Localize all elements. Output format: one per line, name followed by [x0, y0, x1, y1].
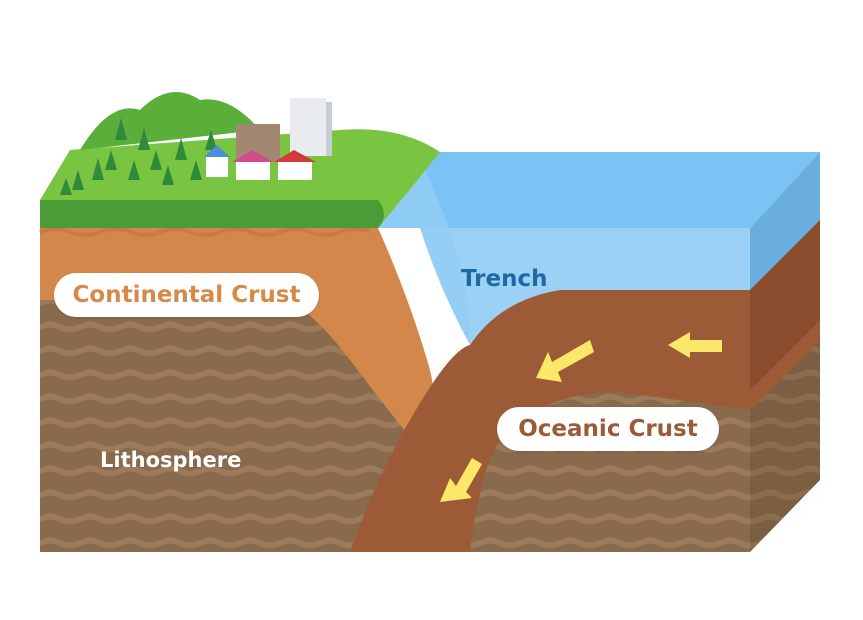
- ocean-top: [378, 152, 820, 228]
- trees: [60, 118, 217, 195]
- arrow-down: [440, 458, 482, 502]
- arrow-curve: [536, 340, 594, 382]
- ocean-side: [750, 152, 820, 290]
- oceanic-crust-side: [750, 220, 820, 390]
- continental-crust-wave: [39, 227, 371, 237]
- arrow-left: [668, 332, 722, 358]
- continental-crust-label: Continental Crust: [54, 273, 319, 317]
- buildings: [204, 98, 332, 180]
- flow-arrows: [440, 332, 722, 502]
- oceanic-crust-label: Oceanic Crust: [497, 407, 719, 451]
- land-front-grass: [40, 200, 384, 228]
- lithosphere-label: Lithosphere: [100, 448, 242, 472]
- trench-label: Trench: [461, 266, 548, 292]
- ocean-inner: [378, 160, 750, 345]
